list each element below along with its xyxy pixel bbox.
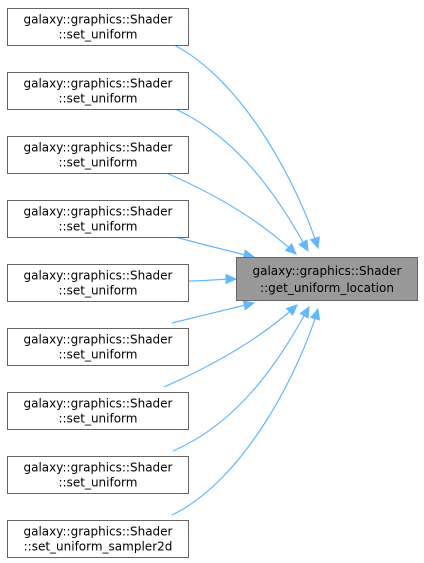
target-node-label-line1: galaxy::graphics::Shader: [253, 264, 402, 278]
caller-node-label-line2: ::set_uniform: [59, 156, 138, 170]
caller-node-label-line1: galaxy::graphics::Shader: [24, 333, 173, 347]
target-node[interactable]: galaxy::graphics::Shader ::get_uniform_l…: [236, 257, 418, 301]
caller-node-label-line2: ::set_uniform: [59, 348, 138, 362]
call-edge: [171, 302, 255, 324]
call-edges: [163, 43, 321, 516]
caller-node[interactable]: galaxy::graphics::Shader::set_uniform: [7, 200, 189, 238]
caller-node[interactable]: galaxy::graphics::Shader::set_uniform: [7, 264, 189, 302]
call-edge: [163, 304, 298, 388]
caller-node-label-line2: ::set_uniform: [59, 220, 138, 234]
caller-node-label-line1: galaxy::graphics::Shader: [24, 141, 173, 155]
caller-node-box: [7, 520, 189, 558]
caller-node[interactable]: galaxy::graphics::Shader::set_uniform_sa…: [7, 520, 189, 558]
caller-node-label-line2: ::set_uniform: [59, 28, 138, 42]
caller-node-box: [7, 328, 189, 366]
caller-node[interactable]: galaxy::graphics::Shader::set_uniform: [7, 328, 189, 366]
arrowhead-icon: [299, 305, 310, 319]
caller-node-label-line1: galaxy::graphics::Shader: [24, 269, 173, 283]
caller-node-box: [7, 392, 189, 430]
call-edge: [172, 107, 309, 252]
target-node-box: [236, 257, 418, 301]
caller-node-label-line1: galaxy::graphics::Shader: [24, 77, 173, 91]
caller-node[interactable]: galaxy::graphics::Shader::set_uniform: [7, 136, 189, 174]
caller-node-label-line2: ::set_uniform: [59, 412, 138, 426]
caller-node-box: [7, 200, 189, 238]
caller-node-label-line1: galaxy::graphics::Shader: [24, 525, 173, 539]
caller-node-box: [7, 264, 189, 302]
caller-node-box: [7, 8, 189, 46]
caller-node-label-line1: galaxy::graphics::Shader: [24, 13, 173, 27]
caller-node-label-line1: galaxy::graphics::Shader: [24, 461, 173, 475]
caller-node-box: [7, 456, 189, 494]
arrowhead-icon: [285, 304, 298, 317]
caller-node[interactable]: galaxy::graphics::Shader::set_uniform: [7, 456, 189, 494]
arrowhead-icon: [284, 243, 297, 255]
call-edge: [171, 308, 319, 516]
caller-node-label-line2: ::set_uniform_sampler2d: [24, 540, 173, 554]
arrowhead-icon: [309, 236, 320, 250]
caller-node[interactable]: galaxy::graphics::Shader::set_uniform: [7, 72, 189, 110]
call-edge: [171, 235, 255, 258]
caller-node[interactable]: galaxy::graphics::Shader::set_uniform: [7, 8, 189, 46]
arrowhead-icon: [242, 300, 256, 311]
caller-node-box: [7, 136, 189, 174]
caller-node-label-line1: galaxy::graphics::Shader: [24, 205, 173, 219]
call-edge: [172, 306, 310, 452]
caller-node[interactable]: galaxy::graphics::Shader::set_uniform: [7, 392, 189, 430]
arrowhead-icon: [309, 307, 321, 321]
caller-node-label-line1: galaxy::graphics::Shader: [24, 397, 173, 411]
call-edge: [163, 171, 297, 255]
caller-node-label-line2: ::set_uniform: [59, 476, 138, 490]
arrowhead-icon: [298, 239, 309, 253]
target-node-label-line2: ::get_uniform_location: [260, 281, 394, 295]
caller-node-label-line2: ::set_uniform: [59, 284, 138, 298]
caller-node-label-line2: ::set_uniform: [59, 92, 138, 106]
call-edge: [171, 43, 319, 249]
caller-nodes: galaxy::graphics::Shader::set_uniformgal…: [7, 8, 189, 558]
caller-node-box: [7, 72, 189, 110]
arrowhead-icon: [225, 273, 238, 285]
